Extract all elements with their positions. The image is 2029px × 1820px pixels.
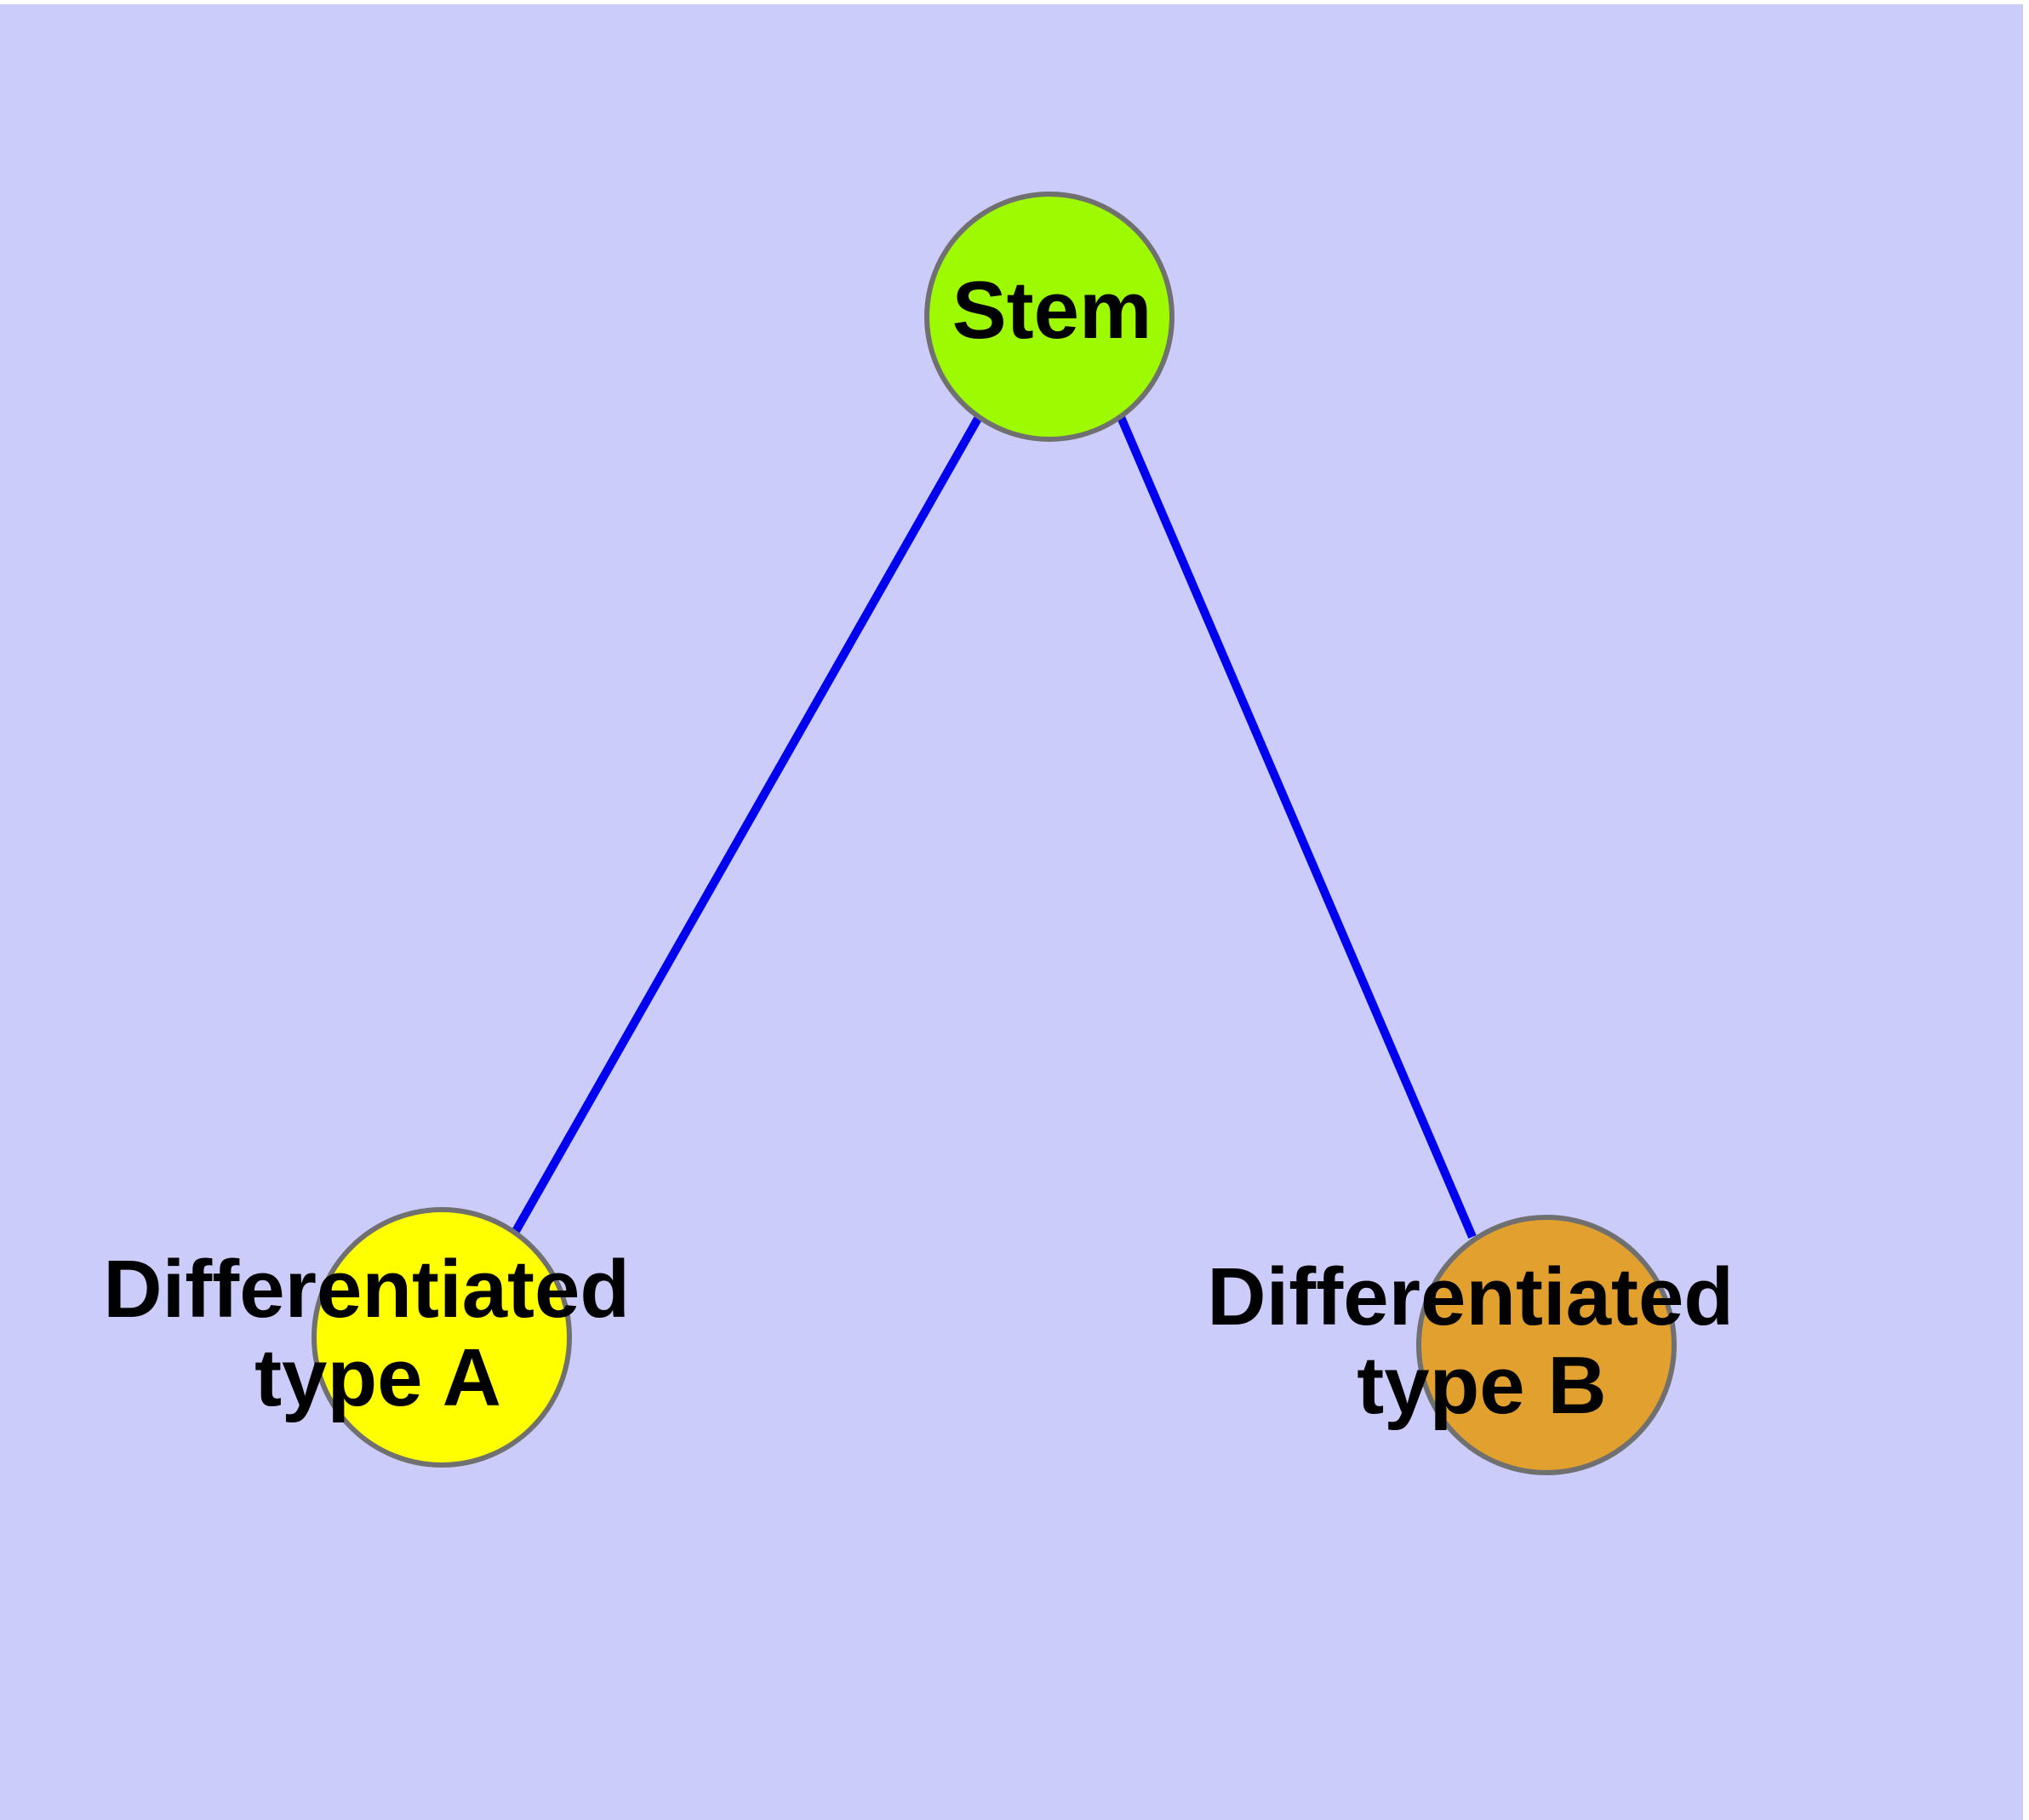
- edge-stem-to-differentiated-type-b[interactable]: [1117, 415, 1477, 1239]
- edge-stem-to-differentiated-type-a[interactable]: [511, 415, 983, 1235]
- node-layer: Stem Differentiated type A Differentiate…: [103, 192, 1756, 1475]
- edge-layer: [511, 415, 1477, 1239]
- node-differentiated-type-b[interactable]: Differentiated type B: [1207, 1215, 1756, 1475]
- node-differentiated-type-b-label: Differentiated type B: [1207, 1251, 1756, 1431]
- node-differentiated-type-a-circle[interactable]: [311, 1207, 572, 1468]
- node-differentiated-type-a[interactable]: Differentiated type A: [103, 1207, 652, 1468]
- node-stem[interactable]: Stem: [924, 192, 1175, 442]
- node-differentiated-type-a-label: Differentiated type A: [103, 1244, 652, 1423]
- node-differentiated-type-b-circle[interactable]: [1416, 1215, 1677, 1475]
- node-stem-circle[interactable]: [924, 192, 1175, 442]
- node-stem-label: Stem: [952, 265, 1152, 356]
- graph-svg: Stem Differentiated type A Differentiate…: [0, 4, 2023, 1820]
